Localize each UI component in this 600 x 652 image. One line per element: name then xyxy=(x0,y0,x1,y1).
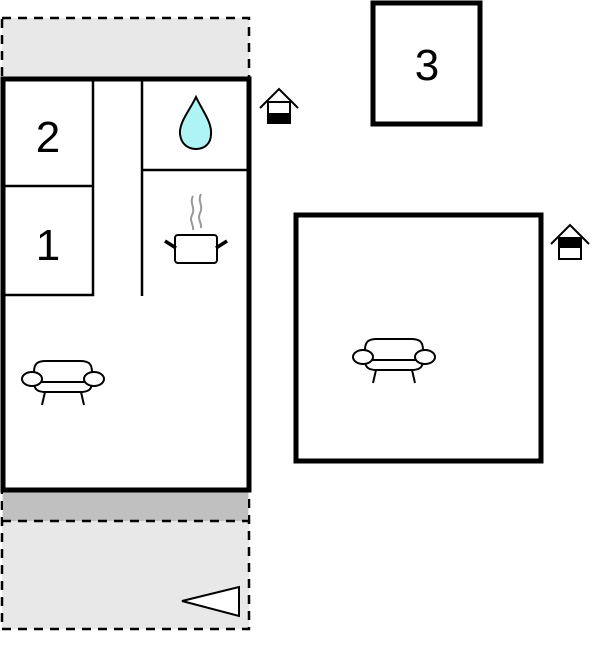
terrace-top xyxy=(0,16,251,82)
room-3 xyxy=(370,0,483,127)
triangle-pointer-icon xyxy=(181,585,240,618)
house-entrance-icon xyxy=(550,223,590,260)
water-drop-icon xyxy=(178,94,213,151)
sofa-icon xyxy=(352,338,436,384)
room-label-1: 1 xyxy=(36,221,60,270)
room-label-3: 3 xyxy=(415,41,439,90)
house-entrance-icon xyxy=(259,87,299,124)
main-building xyxy=(0,76,252,493)
sofa-icon xyxy=(21,360,105,406)
cooking-pot-icon xyxy=(164,193,228,264)
room-label-2: 2 xyxy=(36,113,60,162)
annex-building xyxy=(293,212,544,464)
covered-area xyxy=(3,491,248,521)
